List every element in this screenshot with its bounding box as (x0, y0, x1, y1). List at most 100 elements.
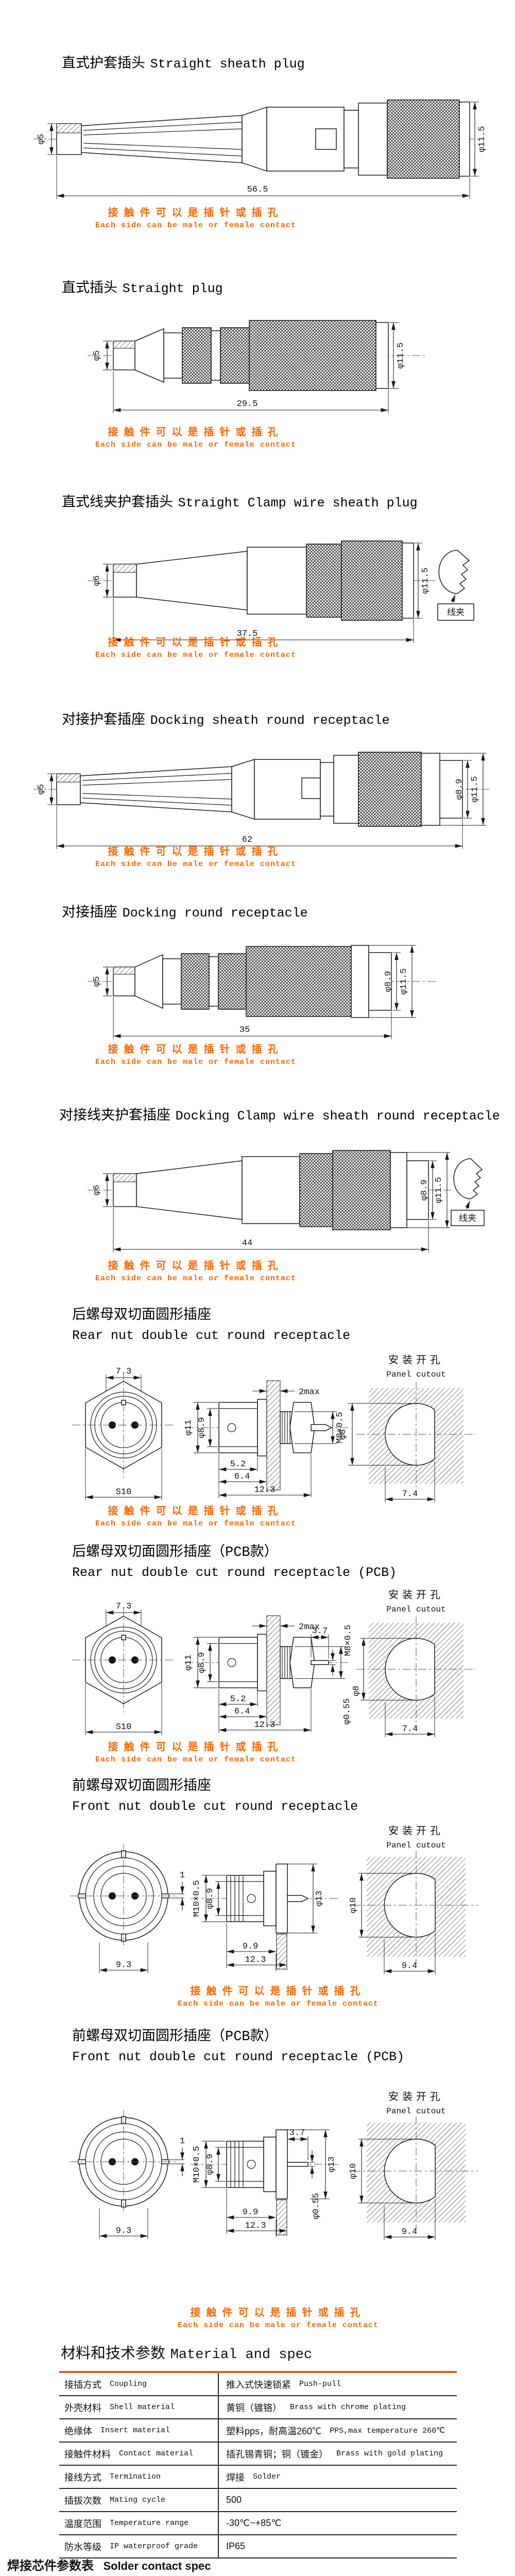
dim-label: φ8.9 (205, 1888, 215, 1909)
dim-label: φ11.5 (470, 776, 480, 802)
spec-value: IP65 (218, 2535, 457, 2557)
cutout-title-cn: 安装开孔 (388, 1589, 444, 1602)
dim-label: φ6 (92, 575, 102, 586)
dim-label: φ11.5 (396, 342, 406, 368)
spec-value: -30℃~+85℃ (218, 2512, 457, 2534)
section-title-docking-receptacle: 对接插座 Docking round receptacle (62, 906, 308, 921)
dim-label: 7.4 (402, 1489, 418, 1499)
dim-label: φ8.9 (205, 2154, 215, 2175)
contact-note: 接触件可以是插针或插孔 Each side can be male or fem… (95, 207, 297, 230)
contact-note: 接触件可以是插针或插孔 Each side can be male or fem… (177, 2307, 379, 2330)
dim-label: φ11.5 (421, 567, 431, 594)
contact-note: 接触件可以是插针或插孔 Each side can be male or fem… (95, 427, 297, 449)
dim-label: 56.5 (247, 185, 268, 195)
dim-label: φ11.5 (477, 126, 487, 152)
dim-label: M10×0.5 (192, 1880, 202, 1917)
drawing-rear-nut: 7.3 S10 2max M8×0.5 φ11 φ8.9 5.2 6.4 12.… (72, 1354, 476, 1502)
dim-label: φ5 (37, 134, 46, 144)
wire-clamp-sketch (438, 550, 470, 594)
section-title-straight-sheath-plug: 直式护套插头 Straight sheath plug (62, 52, 305, 72)
dim-label: φ11.5 (434, 1177, 444, 1203)
dim-label: 35 (239, 1025, 250, 1035)
dim-label: φ8 (338, 1429, 348, 1439)
dim-label: 7.3 (116, 1367, 132, 1377)
wire-clamp-sketch (453, 1158, 483, 1199)
dim-label: 7.4 (402, 1724, 418, 1734)
dim-label: φ0.55 (342, 1698, 352, 1724)
cutout-title-cn: 安装开孔 (388, 1354, 444, 1367)
dim-label: 12.3 (245, 2221, 266, 2231)
drawing-rear-nut-pcb: 7.3 S10 3.7 φ0.55 2max M8×0.5 φ11 φ8.9 5… (72, 1589, 476, 1737)
section-title-rear-nut: 后螺母双切面圆形插座 Rear nut double cut round rec… (72, 1308, 351, 1343)
drawing-straight-clamp-plug: φ6 φ11.5 37.5 线夹 (88, 540, 474, 643)
dim-label: 9.3 (116, 1960, 132, 1970)
cutout-title-cn: 安装开孔 (388, 1825, 444, 1838)
dim-label: φ8.9 (420, 1180, 430, 1201)
clamp-label: 线夹 (447, 607, 465, 618)
drawing-front-nut-pcb: 9.3 1 3.7 φ0.55 M10×0.5 φ8.9 φ13 9.9 12.… (70, 2091, 478, 2240)
dim-label: φ8.9 (384, 971, 393, 992)
contact-note: 接触件可以是插针或插孔 Each side can be male or fem… (95, 846, 297, 869)
dim-label: φ13 (315, 1891, 324, 1907)
section-title-docking-sheath: 对接护套插座 Docking sheath round receptacle (62, 713, 390, 728)
contact-note: 接触件可以是插针或插孔 Each side can be male or fem… (95, 1260, 297, 1283)
dim-label: 12.3 (254, 1485, 276, 1495)
dim-label: φ13 (327, 2157, 337, 2173)
dim-label: φ5 (37, 784, 46, 794)
dim-label: 6.4 (234, 1472, 250, 1482)
dim-label: φ10 (349, 1897, 358, 1913)
clamp-label: 线夹 (459, 1213, 476, 1224)
spec-value: 500 (218, 2489, 457, 2511)
dim-label: φ6 (92, 1185, 102, 1195)
drawing-docking-sheath: φ5 φ8.9 φ11.5 62 (33, 752, 489, 849)
section-title-docking-clamp: 对接线夹护套插座 Docking Clamp wire sheath round… (59, 1109, 500, 1124)
solder-spec-title: 焊接芯件参数表 Solder contact spec (7, 2559, 211, 2573)
title-cn: 直式护套插头 (62, 57, 145, 72)
dim-label: 9.9 (243, 1942, 259, 1952)
material-spec-title: 材料和技术参数 Material and spec (61, 2346, 313, 2363)
dim-label: S10 (116, 1722, 132, 1732)
dim-label: 2max (299, 1387, 320, 1397)
contact-note: 接触件可以是插针或插孔 Each side can be male or fem… (95, 637, 297, 659)
dim-label: 3.7 (312, 1626, 328, 1636)
dim-label: M8×0.5 (344, 1624, 353, 1656)
dim-label: 3.7 (289, 2128, 305, 2138)
dim-label: 7.3 (116, 1602, 132, 1612)
dim-label: 9.4 (402, 1961, 418, 1971)
spec-value: 插孔锡青铜；铜（镀金）Brass with gold plating (218, 2443, 457, 2465)
title-en: Straight sheath plug (150, 57, 305, 72)
dim-label: φ10 (349, 2163, 358, 2179)
dim-label: 1 (180, 2137, 185, 2146)
section-title-straight-plug: 直式插头 Straight plug (62, 281, 223, 297)
dim-label: M10×0.5 (192, 2146, 202, 2182)
drawing-straight-sheath-plug: φ5 φ11.5 56.5 (33, 99, 487, 199)
dim-label: 12.3 (254, 1720, 276, 1730)
dim-label: S10 (116, 1487, 132, 1497)
dim-label: 9.4 (402, 2227, 418, 2237)
section-title-rear-nut-pcb: 后螺母双切面圆形插座（PCB款） Rear nut double cut rou… (72, 1545, 397, 1580)
dim-label: 37.5 (237, 629, 258, 639)
dim-label: 12.3 (245, 1955, 266, 1965)
cutout-title-en: Panel cutout (386, 1370, 445, 1379)
dim-label: φ11.5 (399, 968, 409, 994)
drawing-docking-clamp: φ6 φ8.9 φ11.5 44 线夹 (88, 1150, 485, 1252)
drawing-straight-plug: φ5 φ11.5 29.5 (88, 320, 427, 413)
dim-label: 1 (180, 1871, 185, 1880)
dim-label: φ8.9 (197, 1417, 207, 1438)
dim-label: 29.5 (237, 399, 258, 409)
cutout-title-en: Panel cutout (386, 1605, 445, 1614)
